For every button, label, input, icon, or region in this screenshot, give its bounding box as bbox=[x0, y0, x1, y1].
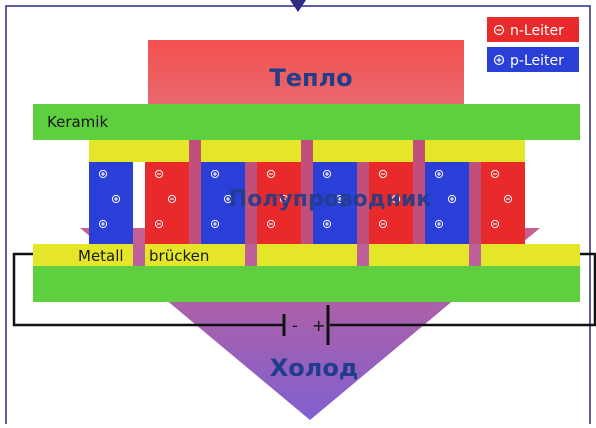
minus-carrier-icon bbox=[378, 169, 388, 179]
p-leg bbox=[313, 162, 357, 244]
top-arrow-icon bbox=[290, 0, 306, 12]
connector-bar bbox=[413, 140, 425, 244]
battery-minus-sign: - bbox=[292, 316, 298, 335]
legend-swatch-n bbox=[487, 17, 579, 42]
minus-carrier-icon bbox=[378, 219, 388, 229]
metal-bridge-bottom bbox=[145, 244, 245, 266]
metal-label-2: brücken bbox=[149, 247, 209, 265]
legend-label-n: n-Leiter bbox=[510, 23, 564, 39]
metal-bridge-bottom bbox=[33, 244, 133, 266]
n-leg bbox=[481, 162, 525, 244]
minus-carrier-icon bbox=[490, 219, 500, 229]
connector-bar bbox=[245, 162, 257, 244]
plus-carrier-icon bbox=[322, 219, 332, 229]
metal-bridge-bottom bbox=[369, 244, 469, 266]
minus-carrier-icon bbox=[266, 169, 276, 179]
legend: n-Leiter p-Leiter bbox=[487, 17, 579, 72]
metal-bridge-top bbox=[313, 140, 413, 162]
minus-carrier-icon bbox=[167, 194, 177, 204]
n-leg bbox=[369, 162, 413, 244]
metal-bridge-bottom bbox=[257, 244, 357, 266]
legend-swatch-p bbox=[487, 47, 579, 72]
connector-bar bbox=[301, 140, 313, 244]
p-leg bbox=[425, 162, 469, 244]
plus-carrier-icon bbox=[335, 194, 345, 204]
connector-bar bbox=[357, 162, 369, 244]
metal-label-1: Metall bbox=[78, 247, 124, 265]
semiconductor-label: Полупроводник bbox=[229, 187, 431, 212]
minus-carrier-icon bbox=[154, 169, 164, 179]
minus-carrier-icon bbox=[391, 194, 401, 204]
plus-circle-icon bbox=[493, 54, 505, 66]
plus-carrier-icon bbox=[434, 219, 444, 229]
semiconductor-legs bbox=[89, 162, 525, 244]
plus-carrier-icon bbox=[98, 219, 108, 229]
minus-carrier-icon bbox=[154, 219, 164, 229]
minus-carrier-icon bbox=[490, 169, 500, 179]
minus-carrier-icon bbox=[266, 219, 276, 229]
n-leg bbox=[145, 162, 189, 244]
ceramic-label: Keramik bbox=[47, 113, 108, 131]
plus-carrier-icon bbox=[434, 169, 444, 179]
battery-plus-sign: + bbox=[312, 316, 325, 335]
plus-carrier-icon bbox=[223, 194, 233, 204]
ceramic-top-plate bbox=[33, 104, 580, 140]
minus-circle-icon bbox=[493, 24, 505, 36]
plus-carrier-icon bbox=[447, 194, 457, 204]
plus-carrier-icon bbox=[111, 194, 121, 204]
connector-bar bbox=[189, 140, 201, 244]
heat-label: Тепло bbox=[269, 64, 352, 92]
metal-bridge-top bbox=[425, 140, 525, 162]
minus-carrier-icon bbox=[279, 194, 289, 204]
p-leg bbox=[89, 162, 133, 244]
metal-bridge-top bbox=[201, 140, 301, 162]
plus-carrier-icon bbox=[322, 169, 332, 179]
connector-bar bbox=[469, 162, 481, 244]
plus-carrier-icon bbox=[210, 219, 220, 229]
legend-label-p: p-Leiter bbox=[510, 53, 564, 69]
heat-block bbox=[148, 40, 464, 104]
plus-carrier-icon bbox=[210, 169, 220, 179]
minus-carrier-icon bbox=[503, 194, 513, 204]
plus-carrier-icon bbox=[98, 169, 108, 179]
n-leg bbox=[257, 162, 301, 244]
cold-label: Холод bbox=[270, 354, 358, 382]
ceramic-bottom-plate bbox=[33, 266, 580, 302]
wire-right bbox=[330, 252, 596, 327]
p-leg bbox=[201, 162, 245, 244]
wire-left bbox=[12, 252, 283, 327]
metal-bridge-bottom bbox=[481, 244, 580, 266]
metal-bridge-top bbox=[89, 140, 189, 162]
